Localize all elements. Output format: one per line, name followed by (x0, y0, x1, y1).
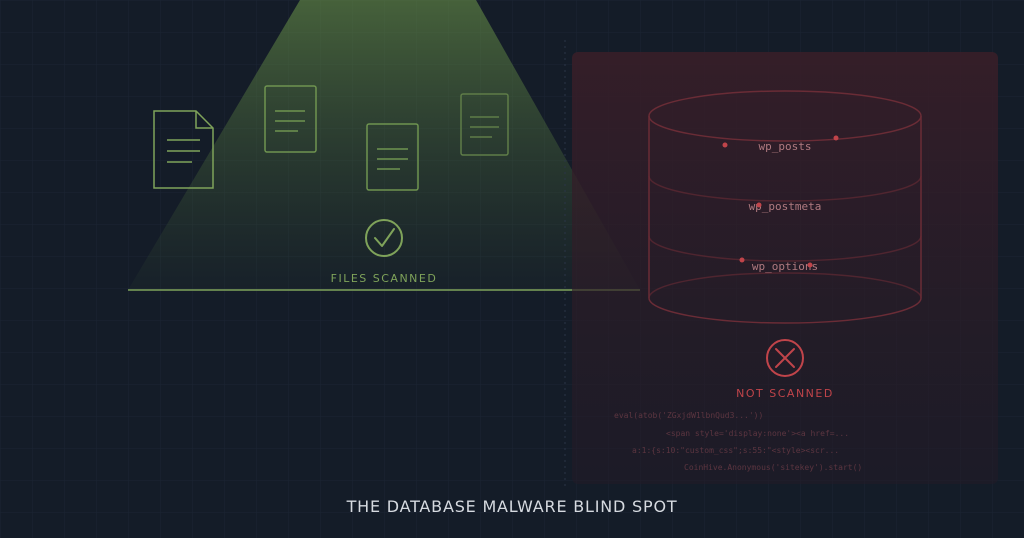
diagram-title: THE DATABASE MALWARE BLIND SPOT (346, 497, 678, 516)
not-scanned-label: NOT SCANNED (736, 387, 834, 400)
code-line: CoinHive.Anonymous('sitekey').start() (684, 463, 862, 472)
code-line: a:1:{s:10:"custom_css";s:55:"<style><scr… (632, 446, 839, 455)
unscanned-panel (572, 52, 998, 484)
checkmark-circle-icon (365, 219, 403, 257)
x-circle-icon (766, 339, 804, 377)
table-label-wp-options: wp_options (752, 260, 818, 273)
malicious-code-snippets: eval(atob('ZGxjdW1lbnQud3...')) <span st… (614, 411, 862, 472)
infection-dots (722, 135, 839, 268)
database-cylinder-icon (648, 90, 922, 324)
files-scanned-label: FILES SCANNED (331, 272, 438, 285)
code-line: <span style='display:none'><a href=... (666, 429, 849, 438)
document-icon (460, 93, 509, 156)
document-icon (366, 123, 419, 191)
table-label-wp-postmeta: wp_postmeta (749, 200, 822, 213)
scanner-beam (128, 0, 640, 290)
table-label-wp-posts: wp_posts (759, 140, 812, 153)
document-icon (264, 85, 317, 153)
document-icon (153, 110, 214, 189)
code-line: eval(atob('ZGxjdW1lbnQud3...')) (614, 411, 763, 420)
